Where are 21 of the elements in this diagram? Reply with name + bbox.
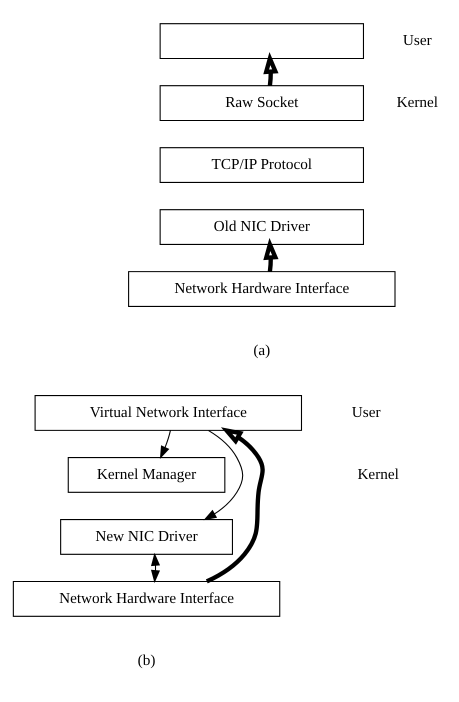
node-box: Virtual Network Interface [34, 395, 302, 431]
node-box: Network Hardware Interface [128, 271, 396, 307]
arrow [159, 430, 170, 460]
arrow [262, 238, 278, 272]
label: User [402, 32, 432, 50]
node-box: Kernel Manager [67, 457, 225, 493]
node-box: Old NIC Driver [159, 209, 364, 245]
label: User [351, 404, 380, 421]
label: (b) [137, 652, 155, 669]
node-box [159, 23, 364, 60]
label: Kernel [396, 94, 438, 112]
node-box: TCP/IP Protocol [159, 147, 364, 183]
label: (a) [252, 342, 270, 360]
arrow [202, 430, 243, 520]
node-box: New NIC Driver [60, 519, 232, 555]
arrow [150, 552, 160, 584]
label: Kernel [356, 466, 398, 483]
node-box: Raw Socket [159, 85, 364, 122]
arrow [262, 52, 278, 86]
arrow [205, 427, 264, 584]
node-box: Network Hardware Interface [12, 580, 280, 617]
